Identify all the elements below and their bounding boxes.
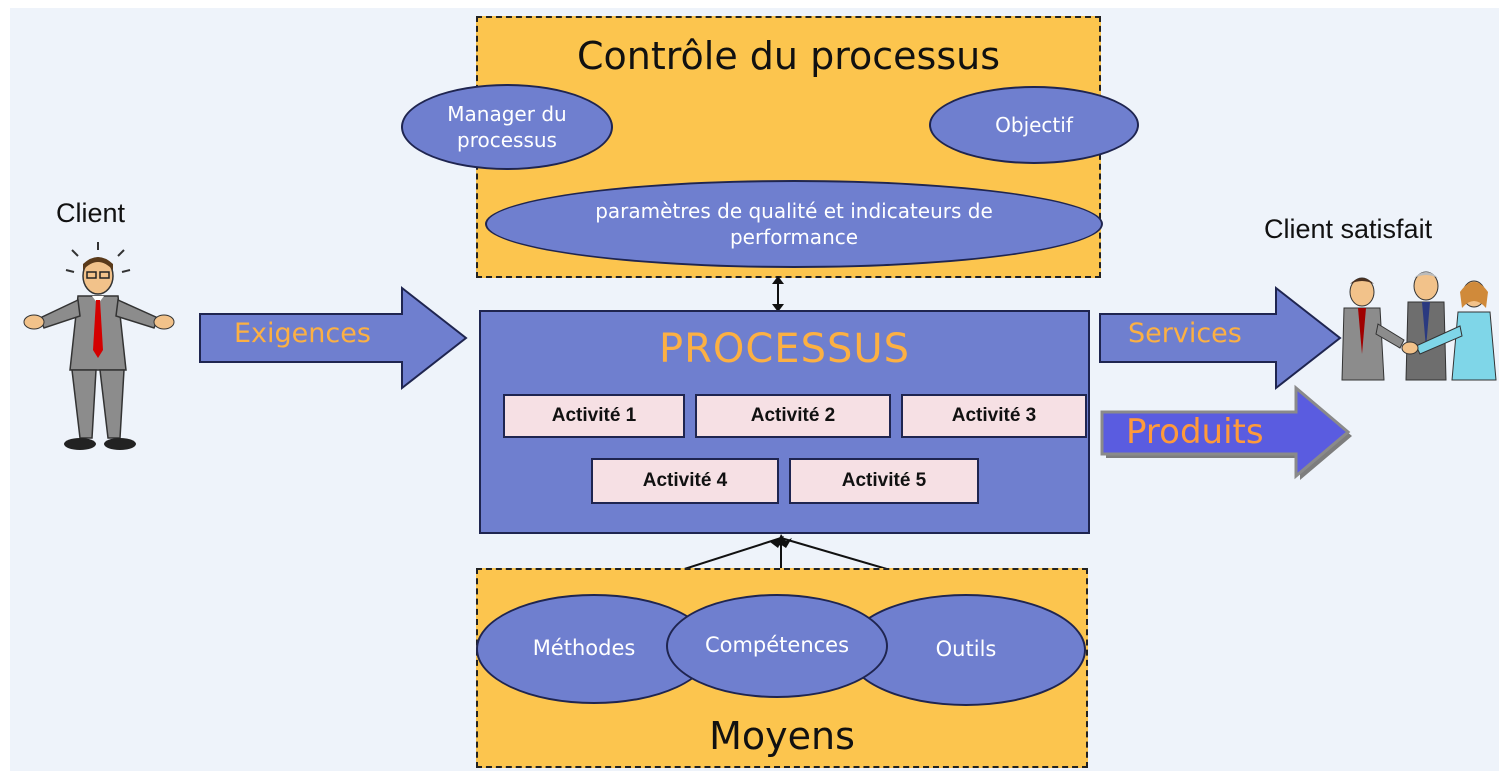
competences-ellipse: Compétences bbox=[666, 594, 888, 698]
exigences-label: Exigences bbox=[234, 318, 371, 349]
activity-3: Activité 3 bbox=[901, 394, 1087, 438]
activity-1: Activité 1 bbox=[503, 394, 685, 438]
control-process-connector bbox=[772, 276, 784, 312]
methodes-label: Méthodes bbox=[532, 636, 636, 661]
services-arrow bbox=[1099, 285, 1342, 391]
exigences-arrow bbox=[199, 285, 468, 391]
activity-4: Activité 4 bbox=[591, 458, 779, 504]
client-satisfait-label: Client satisfait bbox=[1264, 214, 1433, 244]
outils-label: Outils bbox=[935, 637, 997, 662]
services-label: Services bbox=[1128, 318, 1242, 349]
moyens-title: Moyens bbox=[709, 714, 855, 758]
diagram-canvas: Contrôle du processus Manager du process… bbox=[10, 8, 1499, 771]
activity-2: Activité 2 bbox=[695, 394, 891, 438]
satisfied-clients-figure bbox=[1341, 271, 1497, 381]
control-title: Contrôle du processus bbox=[576, 34, 1000, 78]
parametres-ellipse: paramètres de qualité et indicateurs de … bbox=[485, 180, 1103, 268]
parametres-label: paramètres de qualité et indicateurs de … bbox=[595, 199, 993, 249]
produits-label: Produits bbox=[1126, 412, 1264, 452]
client-label: Client bbox=[56, 198, 126, 228]
process-box: PROCESSUS Activité 1 Activité 2 Activité… bbox=[479, 310, 1090, 534]
manager-ellipse: Manager du processus bbox=[401, 84, 613, 170]
objectif-ellipse: Objectif bbox=[929, 86, 1139, 164]
competences-label: Compétences bbox=[704, 633, 850, 658]
produits-arrow bbox=[1100, 384, 1352, 480]
activity-5: Activité 5 bbox=[789, 458, 979, 504]
process-title: PROCESSUS bbox=[658, 326, 911, 372]
client-figure bbox=[23, 242, 175, 450]
objectif-label: Objectif bbox=[995, 113, 1073, 137]
manager-label: Manager du processus bbox=[447, 102, 567, 152]
